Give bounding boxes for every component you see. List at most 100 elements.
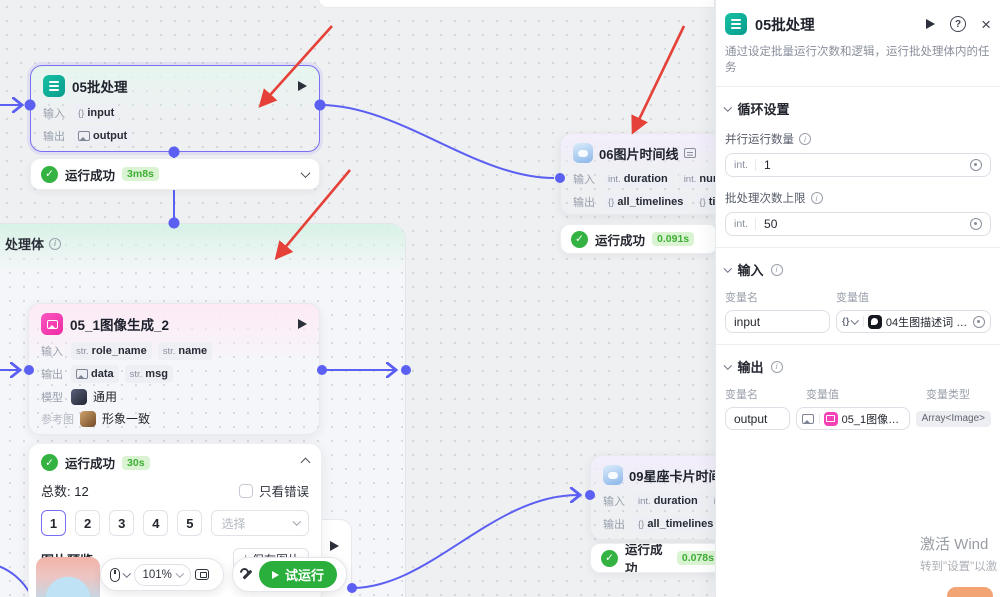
zoom-control[interactable]: 101% (133, 563, 192, 586)
param-tag: output (73, 127, 133, 145)
output-row-label: 输出 (43, 131, 65, 143)
success-check-icon (41, 454, 58, 471)
section-input[interactable]: 输入 (723, 260, 991, 279)
reference-icon[interactable] (973, 315, 985, 328)
col-name: 变量名 (725, 389, 758, 401)
page-button-4[interactable]: 4 (143, 510, 169, 536)
image-type-icon (78, 131, 90, 141)
status-card-timeline[interactable]: 运行成功 0.091s (560, 224, 718, 254)
info-icon[interactable] (770, 263, 783, 276)
input-var-value-text: 04生图描述词 · o… (885, 316, 969, 329)
input-var-value[interactable]: {} 04生图描述词 · o… (836, 310, 991, 333)
input-column-headers: 变量名 变量值 (725, 289, 991, 305)
divider (716, 247, 1000, 248)
select-dropdown[interactable]: 选择 (211, 510, 310, 536)
floating-assistant-button[interactable] (947, 587, 993, 597)
max-batch-field: int. (725, 212, 991, 236)
source-node-icon (823, 411, 838, 426)
only-errors-checkbox[interactable] (238, 483, 253, 498)
output-row-label: 输出 (573, 197, 595, 209)
info-icon[interactable] (810, 192, 823, 204)
node-run-button[interactable] (330, 541, 339, 551)
output-var-name[interactable] (734, 411, 781, 426)
type-prefix: str. (76, 345, 89, 357)
chevron-down-icon[interactable] (300, 167, 311, 178)
chevron-down-icon[interactable] (122, 569, 131, 577)
config-panel: 05批处理 × 通过设定批量运行次数和逻辑，运行批处理体内的任务 循环设置 并行… (715, 0, 1000, 597)
parallel-count-input[interactable] (756, 158, 970, 172)
reference-avatar (80, 410, 96, 427)
duration-badge: 0.091s (652, 232, 695, 246)
node-run-button[interactable] (298, 81, 307, 91)
type-prefix: {} (78, 107, 85, 119)
run-toolbar: 试运行 (232, 557, 347, 592)
section-loop-settings[interactable]: 循环设置 (723, 99, 991, 118)
info-icon[interactable] (770, 360, 783, 373)
type-prefix: {} (842, 316, 850, 327)
batch-node-icon (725, 13, 747, 35)
type-prefix: int. (638, 495, 651, 507)
status-text: 运行成功 (595, 233, 646, 248)
type-prefix: int. (734, 218, 757, 230)
page-button-1[interactable]: 1 (41, 510, 67, 536)
node-batch[interactable]: 05批处理 输入 {} input 输出 output (30, 65, 320, 152)
input-var-name[interactable] (734, 314, 821, 329)
max-batch-label: 批处理次数上限 (725, 190, 991, 206)
page-button-2[interactable]: 2 (75, 510, 101, 536)
chevron-down-icon (723, 361, 732, 369)
panel-title: 05批处理 (755, 17, 815, 34)
help-icon[interactable] (950, 16, 967, 32)
preview-thumbnail[interactable] (36, 557, 100, 597)
input-row-label: 输入 (573, 174, 595, 186)
page-button-5[interactable]: 5 (177, 510, 203, 536)
select-placeholder: 选择 (221, 516, 246, 531)
status-text: 运行成功 (65, 168, 116, 183)
duration-badge: 0.078s (676, 551, 719, 565)
test-run-button[interactable]: 试运行 (259, 561, 338, 588)
minimap-icon[interactable] (195, 569, 210, 580)
status-text: 运行成功 (625, 543, 663, 573)
close-icon[interactable]: × (981, 14, 991, 34)
type-prefix: {} (699, 196, 706, 208)
wrench-icon[interactable] (240, 568, 253, 581)
section-output[interactable]: 输出 (723, 357, 991, 376)
page-button-3[interactable]: 3 (109, 510, 135, 536)
node-run-button[interactable] (298, 319, 307, 329)
max-batch-input[interactable] (756, 217, 970, 231)
model-avatar (71, 388, 87, 405)
batch-node-icon (43, 75, 65, 97)
success-check-icon (571, 230, 588, 248)
status-card-card09[interactable]: 运行成功 0.078s (590, 543, 730, 573)
output-var-value[interactable]: 05_1图像生… (795, 407, 910, 430)
chevron-down-icon (175, 569, 184, 577)
note-icon[interactable] (684, 148, 697, 158)
input-variable-row: {} 04生图描述词 · o… (725, 310, 991, 333)
panel-description: 通过设定批量运行次数和逻辑，运行批处理体内的任务 (725, 46, 990, 74)
only-errors-label: 只看错误 (258, 485, 309, 499)
col-value: 变量值 (806, 389, 839, 401)
info-icon[interactable] (799, 133, 811, 145)
view-toolbar: 101% (100, 558, 224, 591)
divider (716, 86, 1000, 87)
panel-run-button[interactable] (926, 19, 936, 29)
source-node-icon (867, 314, 882, 329)
status-card-batch[interactable]: 运行成功 3m8s (30, 158, 320, 190)
section-loop-label: 循环设置 (737, 102, 790, 117)
info-icon[interactable] (49, 237, 62, 250)
output-column-headers: 变量名 变量值 变量类型 (725, 386, 991, 402)
type-prefix: int. (683, 173, 697, 185)
param-name: msg (145, 368, 168, 380)
param-name: all_timelines (647, 518, 714, 530)
chevron-up-icon[interactable] (300, 457, 311, 468)
success-check-icon (601, 549, 618, 567)
type-prefix: int. (734, 159, 757, 171)
input-row-label: 输入 (43, 108, 65, 120)
type-prefix: {} (638, 518, 645, 530)
chevron-down-icon (851, 316, 860, 324)
node-image-gen[interactable]: 05_1图像生成_2 输入 str.role_name str.name 输出 … (28, 303, 320, 435)
reference-icon[interactable] (970, 218, 982, 230)
reference-icon[interactable] (970, 159, 982, 171)
play-icon (272, 570, 279, 579)
cursor-mode-icon[interactable] (110, 567, 120, 582)
